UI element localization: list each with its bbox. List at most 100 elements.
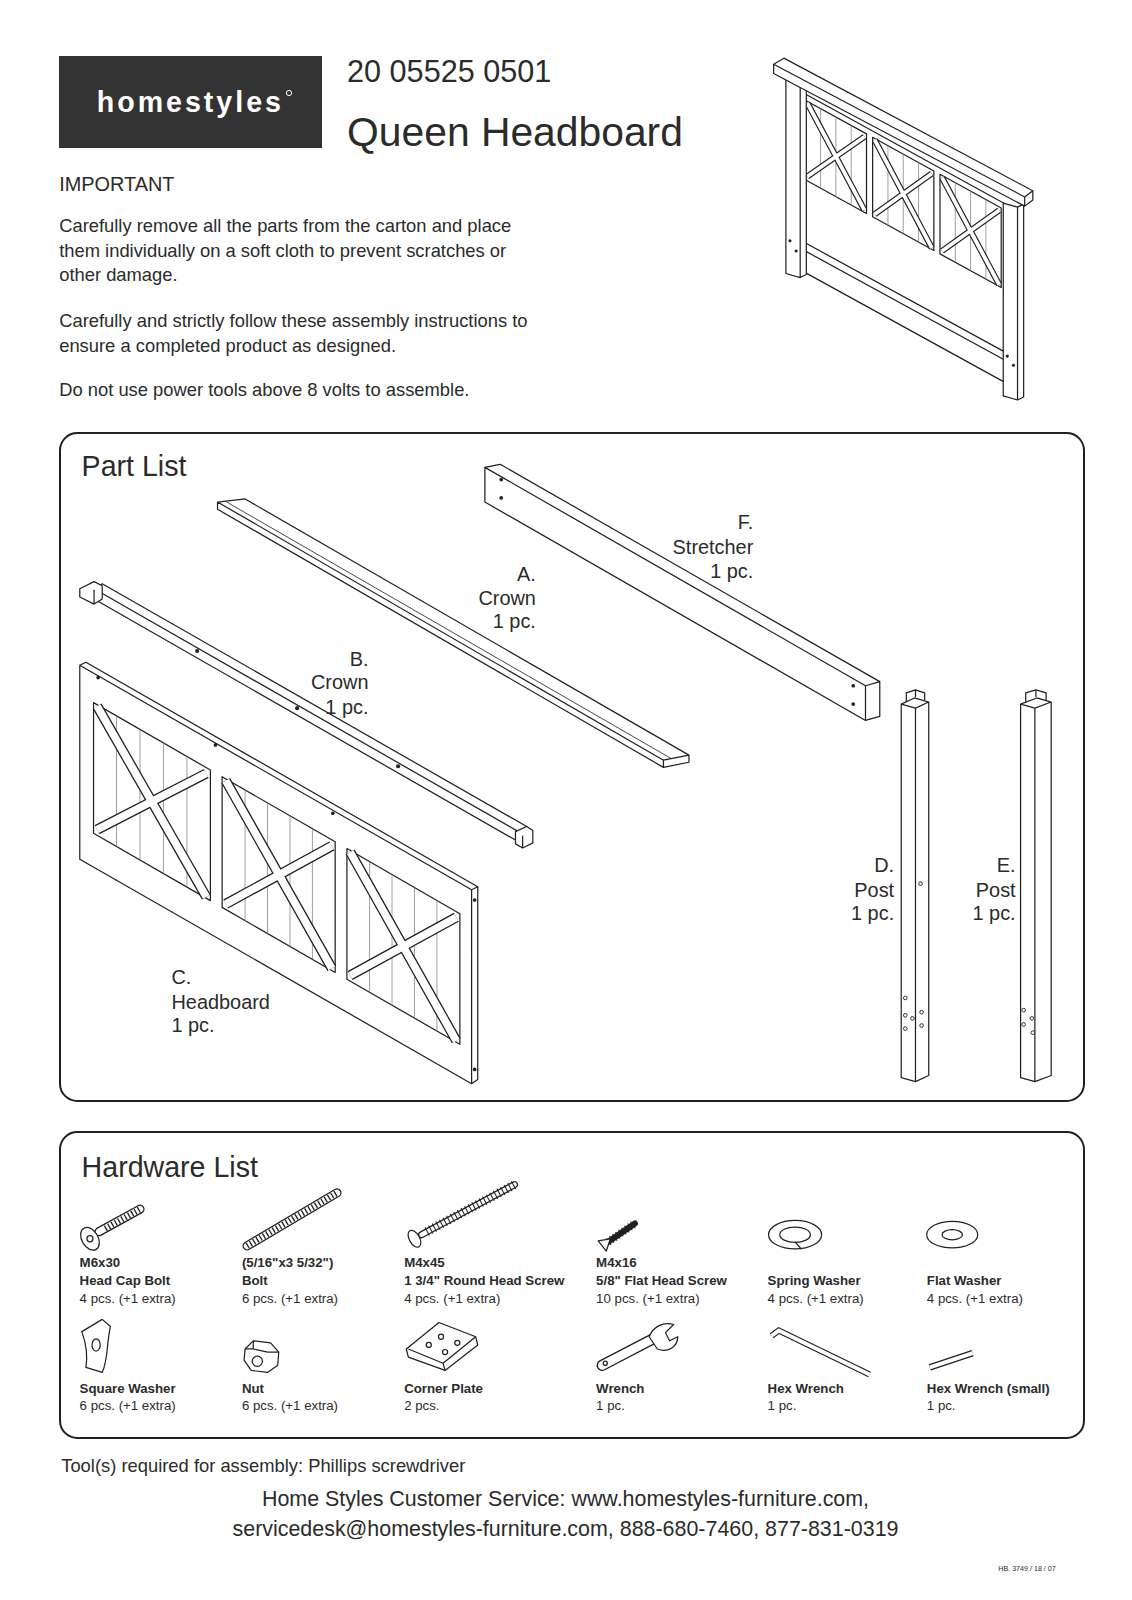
flat-screw-head: [598, 1239, 610, 1251]
bolt-thread: [105, 1209, 140, 1228]
hole: [919, 882, 923, 886]
small-hex-wrench: [930, 1353, 973, 1367]
part-label: D.: [874, 853, 894, 878]
hole: [214, 743, 218, 747]
instruction-note: Carefully remove all the parts from the …: [59, 214, 513, 288]
hardware-label: Bolt: [242, 1273, 268, 1290]
hardware-label: 1 3/4" Round Head Screw: [404, 1273, 564, 1290]
hole: [499, 496, 503, 500]
hardware-label: Square Washer: [80, 1381, 176, 1398]
nut-hole: [252, 1356, 262, 1366]
hole: [1022, 1008, 1026, 1012]
part-label: Stretcher: [673, 535, 754, 560]
wrench-handle: [602, 1339, 653, 1366]
plate-hole: [426, 1342, 431, 1347]
bolt-holes: [788, 239, 1015, 367]
post-e-part: [1021, 698, 1052, 1082]
hole: [1031, 1031, 1035, 1035]
hole: [903, 1027, 907, 1031]
part-label: Post: [976, 878, 1016, 903]
square-washer: [82, 1319, 111, 1372]
hardware-label: (5/16"x3 5/32"): [242, 1255, 333, 1272]
hole: [1030, 1017, 1034, 1021]
part-label: 1 pc.: [493, 609, 536, 634]
hardware-label: 4 pcs. (+1 extra): [768, 1291, 864, 1308]
plate-hole: [438, 1334, 443, 1339]
hole: [473, 1068, 477, 1072]
plate-edge: [408, 1337, 475, 1371]
hole: [295, 706, 299, 710]
instruction-note: Carefully and strictly follow these asse…: [59, 309, 554, 358]
part-label: A.: [517, 562, 536, 587]
headboard-x-outline: [97, 706, 456, 1041]
hardware-label: M4x16: [596, 1255, 637, 1272]
wrench-jaw: [649, 1324, 678, 1351]
crown: [774, 58, 1033, 206]
spring-washer: [769, 1220, 822, 1249]
hole: [911, 1017, 915, 1021]
assembled-headboard: [774, 58, 1033, 400]
screw-thread: [427, 1185, 515, 1232]
crown-b-return: [515, 827, 532, 848]
nut-edge: [245, 1341, 279, 1352]
hardware-label: Head Cap Bolt: [80, 1273, 171, 1290]
hole: [195, 649, 199, 653]
hardware-label: 10 pcs. (+1 extra): [596, 1291, 699, 1308]
wrench-handle: [602, 1339, 653, 1366]
part-label: 1 pc.: [973, 901, 1016, 926]
crown-a-profile: [227, 502, 671, 758]
hardware-label: Corner Plate: [404, 1381, 483, 1398]
hardware-label: 4 pcs. (+1 extra): [404, 1291, 500, 1308]
hole: [903, 1013, 907, 1017]
post-holes: [903, 882, 1034, 1035]
document-code: HB. 3749 / 18 / 07: [998, 1565, 1055, 1574]
hole: [851, 684, 855, 688]
hole: [1022, 1023, 1026, 1027]
crown-a-part: [218, 499, 689, 767]
hole: [1012, 364, 1015, 367]
plate-hole: [443, 1349, 448, 1354]
rod-thread: [247, 1193, 337, 1246]
nut: [244, 1341, 279, 1373]
tool-note: Tool(s) required for assembly: Phillips …: [61, 1455, 465, 1478]
headboard-x-brace: [97, 706, 456, 1041]
screw-head: [405, 1228, 423, 1249]
part-label: 1 pc.: [851, 901, 894, 926]
hardware-label: 4 pcs. (+1 extra): [80, 1291, 176, 1308]
part-label: Headboard: [171, 990, 269, 1015]
hardware-label: 1 pc.: [768, 1398, 797, 1415]
washer-hole: [92, 1339, 100, 1351]
stretcher: [794, 237, 1012, 365]
section-heading: IMPORTANT: [59, 172, 174, 197]
registered-mark-ring: [286, 90, 291, 95]
rod: [247, 1193, 337, 1246]
hex-socket: [87, 1236, 93, 1242]
washer-split: [795, 1242, 801, 1249]
bolt-shaft: [99, 1209, 140, 1231]
rod: [247, 1193, 337, 1246]
screw-shaft: [422, 1185, 515, 1235]
hole: [920, 1024, 924, 1028]
hardware-label: Spring Washer: [768, 1273, 861, 1290]
wrench-hole: [603, 1361, 607, 1365]
part-label: Post: [854, 878, 894, 903]
hardware-label: Flat Washer: [927, 1273, 1002, 1290]
hardware-label: Hex Wrench: [768, 1381, 844, 1398]
headboard-part: [80, 662, 478, 1083]
hex-wrench: [772, 1331, 870, 1375]
flat-washer: [927, 1221, 978, 1248]
hole: [396, 764, 400, 768]
registered-mark: [285, 89, 293, 97]
screw-shaft: [608, 1223, 635, 1241]
contact-info: Home Styles Customer Service: www.homest…: [262, 1486, 869, 1513]
bolt-head: [77, 1224, 103, 1253]
part-label: B.: [350, 647, 369, 672]
hardware-label: 1 pc.: [927, 1398, 956, 1415]
washer-hole: [780, 1227, 811, 1242]
bolt-shaft: [99, 1209, 140, 1231]
part-label: C.: [171, 965, 191, 990]
hardware-label: Hex Wrench (small): [927, 1381, 1050, 1398]
panel-heading: Part List: [82, 449, 1084, 483]
screw-shaft: [422, 1185, 515, 1235]
part-label: 1 pc.: [710, 559, 753, 584]
